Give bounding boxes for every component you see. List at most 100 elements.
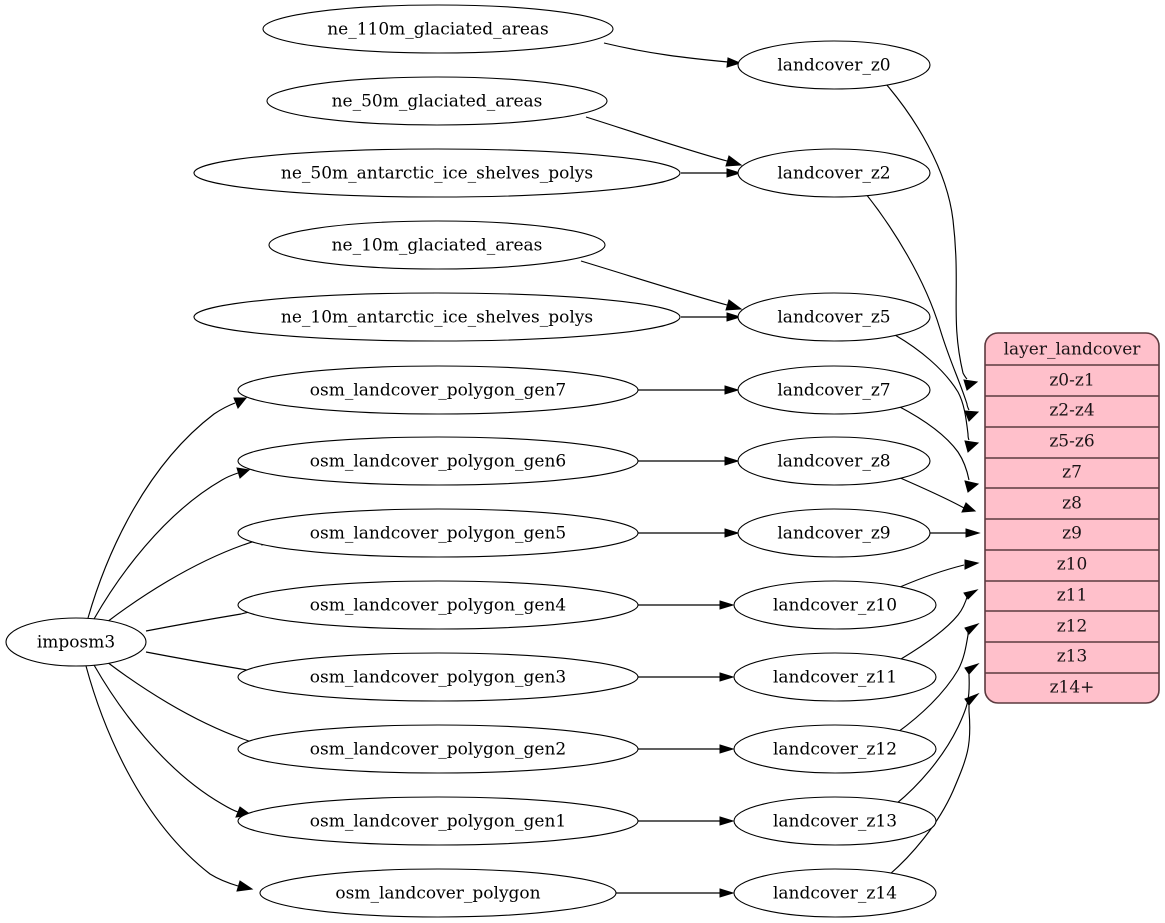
node-osm-landcover-polygon-gen3-ellipse[interactable] — [237, 652, 639, 702]
node-landcover-z7[interactable]: landcover_z7 — [737, 365, 931, 415]
node-landcover-z9[interactable]: landcover_z9 — [737, 508, 931, 558]
edge-gen2-to-landcover-z12 — [638, 744, 735, 754]
node-landcover-z7-ellipse[interactable] — [737, 365, 931, 415]
node-osm-landcover-polygon-gen2-ellipse[interactable] — [237, 724, 639, 774]
node-ne-110m-glaciated-areas[interactable]: ne_110m_glaciated_areas — [262, 4, 614, 54]
node-ne-10m-antarctic-ice-shelves-polys-label: ne_10m_antarctic_ice_shelves_polys — [281, 308, 593, 328]
table-row-z11[interactable]: z11 — [985, 586, 1159, 612]
edge-gen3-to-landcover-z11 — [638, 672, 735, 682]
node-landcover-z14[interactable]: landcover_z14 — [733, 868, 937, 918]
table-row-z14-plus[interactable]: z14+ — [1050, 678, 1095, 698]
node-imposm3-ellipse[interactable] — [5, 617, 147, 667]
table-row-z12[interactable]: z12 — [985, 617, 1159, 643]
edge-imposm3-to-gen6 — [93, 467, 251, 620]
node-osm-landcover-polygon-gen5-ellipse[interactable] — [237, 508, 639, 558]
node-landcover-z0-label: landcover_z0 — [777, 56, 890, 76]
node-osm-landcover-polygon-gen1-label: osm_landcover_polygon_gen1 — [310, 812, 566, 832]
node-osm-landcover-polygon-gen6-ellipse[interactable] — [237, 436, 639, 486]
table-row-z9[interactable]: z9 — [985, 524, 1159, 551]
node-landcover-z8-ellipse[interactable] — [737, 436, 931, 486]
table-row-z10[interactable]: z10 — [985, 555, 1159, 582]
node-landcover-z10-ellipse[interactable] — [733, 580, 937, 630]
node-osm-landcover-polygon-gen3[interactable]: osm_landcover_polygon_gen3 — [237, 652, 639, 702]
node-landcover-z11-label: landcover_z11 — [773, 668, 897, 688]
node-ne-50m-glaciated-areas-ellipse[interactable] — [266, 76, 608, 126]
table-row-z8-label: z8 — [1062, 494, 1082, 514]
node-landcover-z12-ellipse[interactable] — [733, 724, 937, 774]
node-osm-landcover-polygon-gen1[interactable]: osm_landcover_polygon_gen1 — [237, 796, 639, 846]
node-landcover-z5-ellipse[interactable] — [737, 292, 931, 342]
layer-landcover-table[interactable]: layer_landcover z0-z1 z2-z4 z5-z6 z7 z8 — [984, 332, 1160, 704]
edge-landcover-z14-to-row-z14plus — [888, 692, 980, 876]
edge-ne10mantarctic-to-landcover-z5 — [681, 312, 742, 322]
node-landcover-z13-label: landcover_z13 — [773, 812, 897, 832]
table-row-z2-z4-label: z2-z4 — [1049, 401, 1094, 421]
node-landcover-z5[interactable]: landcover_z5 — [737, 292, 931, 342]
table-row-z11-label: z11 — [1057, 586, 1088, 606]
table-row-z0-z1-label: z0-z1 — [1049, 371, 1094, 391]
node-ne-50m-antarctic-ice-shelves-polys[interactable]: ne_50m_antarctic_ice_shelves_polys — [193, 148, 681, 198]
edge-imposm3-to-polygon — [85, 665, 254, 892]
node-landcover-z2-ellipse[interactable] — [737, 148, 931, 198]
node-landcover-z13-ellipse[interactable] — [733, 796, 937, 846]
table-row-z0-z1[interactable]: z0-z1 — [985, 371, 1159, 397]
edge-imposm3-to-gen1 — [93, 664, 253, 818]
node-landcover-z9-label: landcover_z9 — [777, 524, 890, 544]
table-row-z8[interactable]: z8 — [985, 494, 1159, 520]
node-landcover-z9-ellipse[interactable] — [737, 508, 931, 558]
table-row-z7[interactable]: z7 — [985, 463, 1159, 489]
edge-imposm3-to-gen7 — [87, 397, 248, 619]
edge-gen5-to-landcover-z9 — [638, 528, 740, 538]
table-row-z7-label: z7 — [1062, 463, 1082, 483]
edge-landcover-z7-to-row-z7 — [897, 405, 980, 493]
node-osm-landcover-polygon-label: osm_landcover_polygon — [335, 884, 540, 904]
node-landcover-z0-ellipse[interactable] — [737, 40, 931, 90]
edge-landcover-z0-to-row-z0z1 — [885, 83, 979, 391]
node-landcover-z11[interactable]: landcover_z11 — [733, 652, 937, 702]
edge-landcover-z9-to-row-z9 — [930, 528, 981, 538]
node-landcover-z7-label: landcover_z7 — [777, 381, 890, 401]
node-ne-110m-glaciated-areas-ellipse[interactable] — [262, 4, 614, 54]
node-landcover-z14-label: landcover_z14 — [773, 884, 897, 904]
node-ne-10m-antarctic-ice-shelves-polys-ellipse[interactable] — [193, 292, 681, 342]
node-ne-10m-antarctic-ice-shelves-polys[interactable]: ne_10m_antarctic_ice_shelves_polys — [193, 292, 681, 342]
node-landcover-z8[interactable]: landcover_z8 — [737, 436, 931, 486]
node-landcover-z12[interactable]: landcover_z12 — [733, 724, 937, 774]
table-row-z13[interactable]: z13 — [985, 647, 1159, 674]
node-osm-landcover-polygon-ellipse[interactable] — [259, 868, 617, 918]
edge-ne10mglaciated-to-landcover-z5 — [580, 260, 743, 311]
node-ne-50m-glaciated-areas[interactable]: ne_50m_glaciated_areas — [266, 76, 608, 126]
node-landcover-z8-label: landcover_z8 — [777, 452, 890, 472]
node-imposm3[interactable]: imposm3 — [5, 617, 147, 667]
node-landcover-z11-ellipse[interactable] — [733, 652, 937, 702]
node-osm-landcover-polygon-gen1-ellipse[interactable] — [237, 796, 639, 846]
node-osm-landcover-polygon-gen5[interactable]: osm_landcover_polygon_gen5 — [237, 508, 639, 558]
node-landcover-z13[interactable]: landcover_z13 — [733, 796, 937, 846]
node-landcover-z0[interactable]: landcover_z0 — [737, 40, 931, 90]
table-row-z2-z4[interactable]: z2-z4 — [985, 401, 1159, 428]
node-osm-landcover-polygon-gen4-ellipse[interactable] — [237, 580, 639, 630]
node-landcover-z10[interactable]: landcover_z10 — [733, 580, 937, 630]
node-osm-landcover-polygon-gen6[interactable]: osm_landcover_polygon_gen6 — [237, 436, 639, 486]
node-landcover-z2-label: landcover_z2 — [777, 164, 890, 184]
table-row-z5-z6[interactable]: z5-z6 — [985, 432, 1159, 459]
node-osm-landcover-polygon[interactable]: osm_landcover_polygon — [259, 868, 617, 918]
node-osm-landcover-polygon-gen4[interactable]: osm_landcover_polygon_gen4 — [237, 580, 639, 630]
node-osm-landcover-polygon-gen7[interactable]: osm_landcover_polygon_gen7 — [237, 365, 639, 415]
node-osm-landcover-polygon-gen7-ellipse[interactable] — [237, 365, 639, 415]
edge-landcover-z11-to-row-z11 — [900, 589, 979, 660]
node-osm-landcover-polygon-gen4-label: osm_landcover_polygon_gen4 — [310, 596, 566, 616]
edge-ne50mantarctic-to-landcover-z2 — [681, 168, 742, 178]
node-landcover-z2[interactable]: landcover_z2 — [737, 148, 931, 198]
edge-landcover-z10-to-row-z10 — [899, 559, 980, 588]
node-landcover-z14-ellipse[interactable] — [733, 868, 937, 918]
node-osm-landcover-polygon-gen2[interactable]: osm_landcover_polygon_gen2 — [237, 724, 639, 774]
edge-landcover-z8-to-row-z8 — [897, 476, 977, 513]
node-ne-110m-glaciated-areas-label: ne_110m_glaciated_areas — [327, 20, 549, 40]
node-ne-10m-glaciated-areas-ellipse[interactable] — [268, 220, 606, 270]
node-ne-10m-glaciated-areas[interactable]: ne_10m_glaciated_areas — [268, 220, 606, 270]
edges-layer — [85, 42, 981, 898]
edge-gen1-to-landcover-z13 — [638, 816, 735, 826]
edge-gen7-to-landcover-z7 — [638, 385, 740, 395]
node-ne-50m-antarctic-ice-shelves-polys-ellipse[interactable] — [193, 148, 681, 198]
